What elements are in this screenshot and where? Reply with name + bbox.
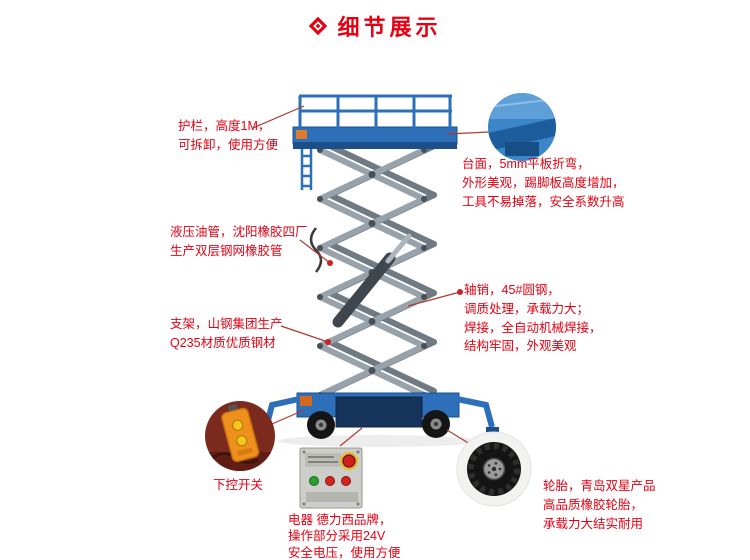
platform-deck <box>292 126 458 149</box>
hydraulic-hose <box>309 227 323 273</box>
annotation-lower-control-switch: 下控开关 <box>213 478 264 492</box>
annotation-platform: 台面，5mm平板折弯， 外形美观，踢脚板高度增加， 工具不易掉落，安全系数升高 <box>462 157 625 209</box>
outrigger-foot-right <box>486 427 499 432</box>
tire-photo <box>456 431 532 507</box>
annotation-axle-pin: 轴销，45#圆钢， 调质处理，承载力大； 焊接，全自动机械焊接， 结构牢固，外观… <box>464 283 602 354</box>
ground-shadow <box>278 435 478 447</box>
leader-lines <box>252 105 490 447</box>
access-ladder <box>300 149 313 190</box>
hydraulic-cylinder <box>332 233 412 328</box>
annotation-electrics: 电器 德力西品牌， 操作部分采用24V 安全电压，使用方便 <box>288 513 401 560</box>
remote-control-photo <box>205 401 275 471</box>
diamond-icon <box>309 16 328 36</box>
leader-dots <box>325 260 463 345</box>
annotation-guardrail: 护栏，高度1M， 可拆卸，使用方便 <box>178 119 279 152</box>
annotation-hydraulic-hose: 液压油管，沈阳橡胶四厂 生产双层钢网橡胶管 <box>170 225 308 258</box>
annotation-tires: 轮胎，青岛双星产品 高品质橡胶轮胎， 承载力大结实耐用 <box>543 479 656 531</box>
page-title: 细节展示 <box>337 15 442 40</box>
page-header: 细节展示 <box>0 10 750 42</box>
left-wheel <box>307 411 335 439</box>
platform-detail-photo <box>488 93 556 161</box>
annotation-frame: 支架，山钢集团生产 Q235材质优质钢材 <box>170 317 283 350</box>
control-panel-photo <box>299 447 363 509</box>
right-wheel <box>422 410 450 438</box>
platform-railing <box>298 94 452 128</box>
